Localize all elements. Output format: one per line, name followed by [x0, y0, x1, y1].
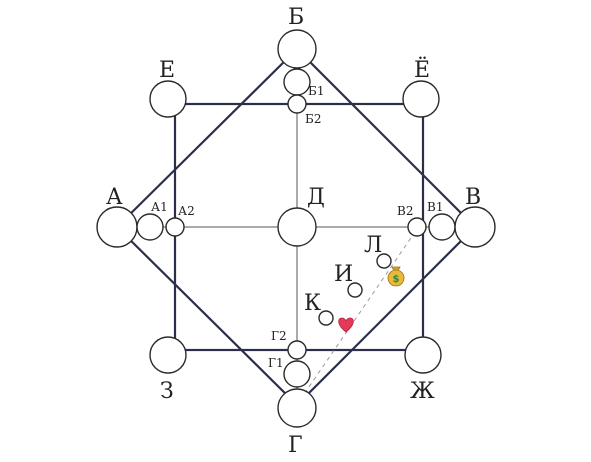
label-B: Б [288, 5, 304, 30]
label-Z: З [160, 379, 174, 404]
node-G1 [283, 360, 311, 388]
label-A2: А2 [178, 204, 195, 218]
node-B1 [283, 68, 311, 96]
label-V1: В1 [427, 200, 443, 214]
label-V: В [465, 185, 481, 210]
label-I: И [334, 262, 353, 287]
money-bag-icon: $ [387, 266, 405, 287]
label-B2: Б2 [305, 112, 321, 126]
node-E [149, 80, 187, 118]
label-V2: В2 [397, 204, 413, 218]
node-YO [402, 80, 440, 118]
node-ZH [404, 336, 442, 374]
node-K [318, 310, 334, 326]
label-E: Е [159, 58, 175, 83]
label-L: Л [364, 233, 382, 258]
label-G1: Г1 [268, 356, 284, 370]
money-love-line [299, 231, 416, 401]
label-B1: Б1 [308, 84, 324, 98]
node-A2 [165, 217, 185, 237]
node-A [96, 206, 138, 248]
label-YO: Ё [414, 56, 430, 83]
node-B [277, 29, 317, 69]
node-V [454, 206, 496, 248]
label-D: Д [307, 185, 325, 210]
node-I [347, 282, 363, 298]
node-Z [149, 336, 187, 374]
heart-icon [338, 317, 354, 333]
node-G2 [287, 340, 307, 360]
node-L [376, 253, 392, 269]
label-G: Г [288, 433, 303, 458]
node-G [277, 388, 317, 428]
label-G2: Г2 [271, 329, 287, 343]
node-A1 [136, 213, 164, 241]
label-K: К [304, 291, 321, 316]
dollar-symbol: $ [393, 274, 400, 285]
node-V1 [428, 213, 456, 241]
label-A1: А1 [151, 200, 168, 214]
node-D [277, 207, 317, 247]
label-ZH: Ж [410, 379, 435, 404]
node-B2 [287, 94, 307, 114]
node-V2 [407, 217, 427, 237]
label-A: А [106, 185, 123, 210]
